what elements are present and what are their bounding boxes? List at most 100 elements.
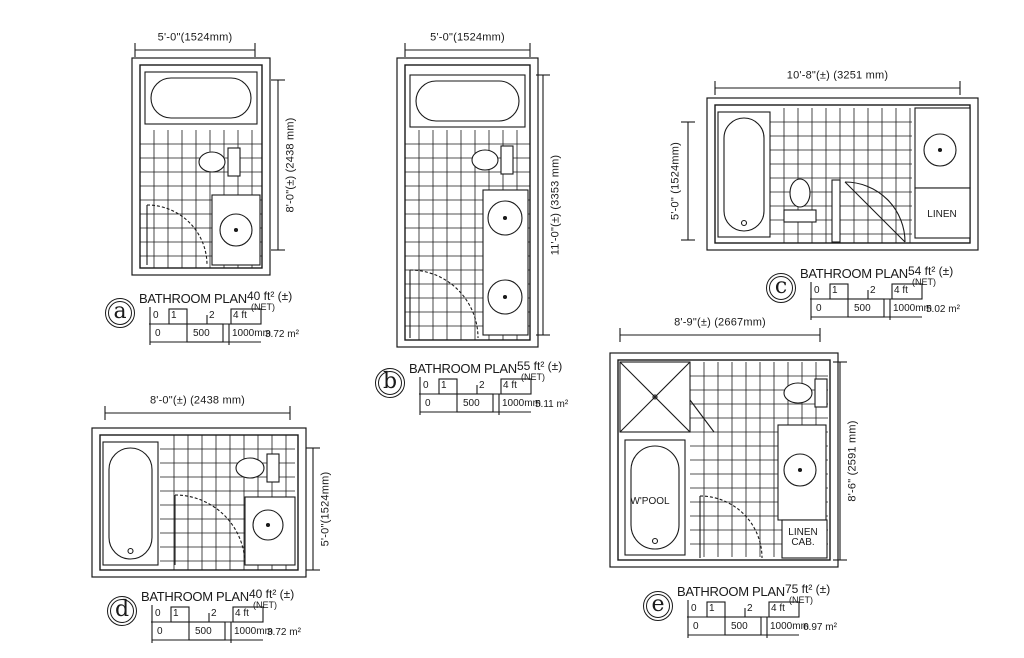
shower-door bbox=[689, 399, 715, 433]
tub-basin bbox=[415, 80, 520, 122]
scale-label-ft: 0 bbox=[691, 603, 697, 614]
toilet-tank bbox=[266, 453, 280, 483]
toilet-bowl bbox=[789, 178, 811, 208]
scale-label-ft: 4 ft bbox=[771, 603, 785, 614]
scale-box-ft bbox=[230, 308, 262, 325]
width-dimension-label: 8'-0"(±) (2438 mm) bbox=[149, 394, 246, 407]
scale-label-mm: 0 bbox=[425, 398, 431, 409]
scale-label-mm: 0 bbox=[693, 621, 699, 632]
scale-label-ft: 0 bbox=[814, 285, 820, 296]
bathroom-plan-e bbox=[609, 328, 847, 568]
plan-title: BATHROOM PLAN bbox=[800, 266, 908, 281]
length-dimension-label: 11'-0"(±) (3353 mm) bbox=[549, 154, 562, 256]
scale-label-ft: 4 ft bbox=[235, 608, 249, 619]
scale-label-mm: 1000mm bbox=[234, 626, 273, 637]
scale-box-ft bbox=[500, 378, 532, 395]
area-ft2: 54 ft² (±) bbox=[908, 264, 954, 278]
toilet-bowl bbox=[198, 151, 226, 173]
scale-label-mm: 1000mm bbox=[232, 328, 271, 339]
area-m2: 3.72 m² bbox=[267, 627, 301, 638]
net-note: (NET) bbox=[521, 372, 545, 382]
area-ft2: 55 ft² (±) bbox=[517, 359, 563, 373]
net-note: (NET) bbox=[251, 302, 275, 312]
sink-drain bbox=[502, 294, 508, 300]
scale-label-ft: 1 bbox=[441, 380, 447, 391]
sink-drain bbox=[233, 227, 239, 233]
drain-icon bbox=[740, 219, 748, 227]
length-dimension-label: 8'-0"(±) (2438 mm) bbox=[284, 117, 297, 213]
linen-closet bbox=[914, 187, 971, 239]
length-dimension-label: 8'-6" (2591 mm) bbox=[846, 420, 859, 502]
net-note: (NET) bbox=[253, 600, 277, 610]
sink-drain bbox=[265, 522, 271, 528]
scale-bar bbox=[151, 605, 264, 643]
room-walls bbox=[617, 359, 831, 561]
scale-box-ft bbox=[168, 308, 188, 325]
tub-basin bbox=[723, 117, 765, 232]
scale-bar bbox=[810, 282, 923, 320]
scale-label-ft: 0 bbox=[155, 608, 161, 619]
toilet-tank bbox=[814, 378, 828, 408]
scale-label-ft: 2 bbox=[209, 310, 215, 321]
area-m2: 3.72 m² bbox=[265, 329, 299, 340]
length-dimension-label: 5'-0"(1524mm) bbox=[319, 471, 332, 547]
scale-box-ft bbox=[829, 283, 849, 300]
scale-label-ft: 0 bbox=[423, 380, 429, 391]
plan-letter-badge: d bbox=[107, 596, 137, 626]
shower-drain-icon bbox=[652, 394, 658, 400]
bathroom-plan-c bbox=[681, 81, 979, 251]
net-note: (NET) bbox=[789, 595, 813, 605]
door-swing-arc bbox=[174, 494, 246, 566]
scale-label-mm: 500 bbox=[731, 621, 748, 632]
scale-label-mm: 1000mm bbox=[893, 303, 932, 314]
area-ft2: 40 ft² (±) bbox=[249, 587, 295, 601]
fixture-label: LINEN CAB. bbox=[788, 527, 818, 548]
bathroom-plan-b bbox=[396, 43, 550, 348]
plan-letter-badge: b bbox=[375, 368, 405, 398]
scale-box-ft bbox=[438, 378, 458, 395]
area-m2: 5.02 m² bbox=[926, 304, 960, 315]
scale-label-mm: 500 bbox=[463, 398, 480, 409]
scale-box-ft bbox=[232, 606, 264, 623]
bathroom-plan-d bbox=[91, 406, 320, 578]
door-swing-arc bbox=[844, 181, 906, 243]
sink-drain bbox=[797, 467, 803, 473]
scale-box-ft bbox=[706, 601, 726, 618]
scale-label-ft: 2 bbox=[479, 380, 485, 391]
toilet-bowl bbox=[471, 149, 499, 171]
scale-label-ft: 1 bbox=[709, 603, 715, 614]
linen-cabinet bbox=[781, 519, 828, 559]
scale-label-ft: 0 bbox=[153, 310, 159, 321]
plan-letter-badge: c bbox=[766, 273, 796, 303]
door-leaf bbox=[844, 181, 906, 243]
door-swing-arc bbox=[409, 269, 479, 339]
scale-label-mm: 1000mm bbox=[770, 621, 809, 632]
room-walls bbox=[139, 64, 263, 269]
tub-basin bbox=[630, 445, 680, 550]
plan-letter-badge: e bbox=[643, 591, 673, 621]
scale-label-mm: 500 bbox=[193, 328, 210, 339]
toilet-tank bbox=[500, 145, 514, 175]
width-dimension-label: 10'-8"(±) (3251 mm) bbox=[786, 69, 889, 82]
plan-letter-badge: a bbox=[105, 298, 135, 328]
plan-title: BATHROOM PLAN bbox=[677, 584, 785, 599]
scale-bar bbox=[419, 377, 532, 415]
plan-title: BATHROOM PLAN bbox=[409, 361, 517, 376]
scale-label-ft: 2 bbox=[211, 608, 217, 619]
drain-icon bbox=[651, 537, 659, 545]
outer-walls bbox=[396, 57, 539, 348]
room-walls bbox=[99, 434, 299, 571]
scale-label-ft: 1 bbox=[832, 285, 838, 296]
toilet-tank bbox=[783, 209, 817, 223]
scale-label-ft: 4 ft bbox=[894, 285, 908, 296]
scale-label-mm: 0 bbox=[157, 626, 163, 637]
scale-label-mm: 0 bbox=[816, 303, 822, 314]
tile-grid bbox=[770, 108, 912, 243]
scale-label-mm: 500 bbox=[195, 626, 212, 637]
